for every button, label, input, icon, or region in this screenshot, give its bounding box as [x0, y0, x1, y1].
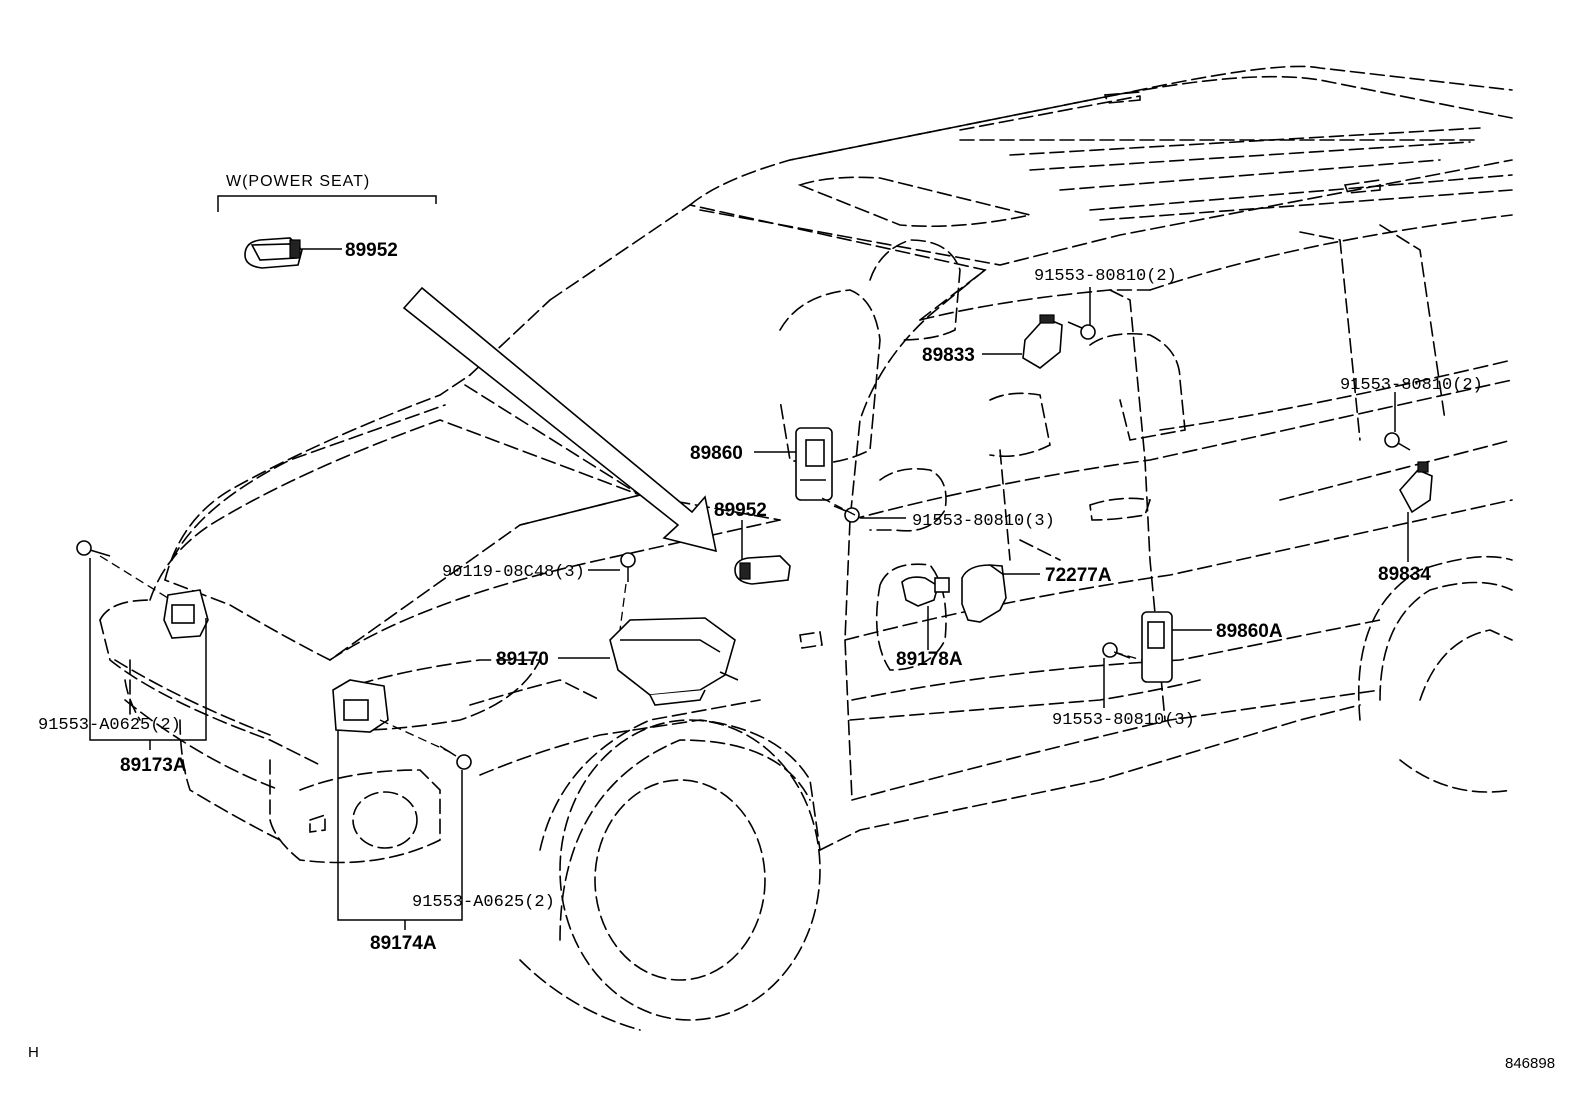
- labels: W(POWER SEAT) 89952 91553-80810(2) 89833…: [28, 173, 1555, 1072]
- corner-code-left: H: [28, 1044, 39, 1061]
- label-89174A: 89174A: [370, 933, 437, 954]
- corner-code-right: 846898: [1505, 1055, 1555, 1072]
- label-89173A: 89173A: [120, 755, 187, 776]
- part-89860A-icon: [1141, 611, 1173, 683]
- label-91553-80810-3-lower: 91553-80810(3): [1052, 711, 1195, 730]
- label-91553-80810-2-upper: 91553-80810(2): [1034, 267, 1177, 286]
- bolt-91553-80810-mid-icon: [833, 505, 860, 523]
- label-91553-80810-2-rear: 91553-80810(2): [1340, 376, 1483, 395]
- label-90119-08c48: 90119-08C48(3): [442, 563, 585, 582]
- car-outline: [99, 65, 1513, 1031]
- part-89834-icon: [1399, 461, 1433, 514]
- label-89833: 89833: [922, 345, 975, 366]
- part-89860-icon: [795, 427, 833, 501]
- part-72277A-icon: [961, 564, 1007, 623]
- label-72277A: 72277A: [1045, 565, 1112, 586]
- label-91553-a0625-2-left: 91553-A0625(2): [38, 716, 181, 735]
- label-89834: 89834: [1378, 564, 1431, 585]
- power-seat-note: W(POWER SEAT): [226, 173, 370, 190]
- label-89178A: 89178A: [896, 649, 963, 670]
- label-89860: 89860: [690, 443, 743, 464]
- parts: [76, 237, 1433, 770]
- part-89833-icon: [1022, 314, 1063, 369]
- bolt-91553-A0625-left-icon: [76, 540, 111, 557]
- part-89174A-icon: [332, 679, 389, 733]
- bolt-90119-icon: [620, 552, 636, 582]
- bolt-91553-80810-rear-icon: [1384, 432, 1411, 451]
- part-89952-top-icon: [244, 237, 303, 269]
- part-89952-mid-icon: [734, 555, 791, 585]
- label-89170: 89170: [496, 649, 549, 670]
- direction-arrow: [402, 286, 718, 553]
- label-89952-top: 89952: [345, 240, 398, 261]
- label-91553-80810-3-upper: 91553-80810(3): [912, 512, 1055, 531]
- part-89178A-icon: [901, 576, 950, 607]
- leader-lines: [89, 195, 1409, 930]
- part-89173A-icon: [163, 589, 209, 639]
- label-89860A: 89860A: [1216, 621, 1283, 642]
- part-89170-icon: [609, 617, 739, 706]
- bolt-91553-80810-upper-icon: [1067, 321, 1096, 340]
- bolt-91553-80810-lower-icon: [1102, 642, 1131, 659]
- label-91553-a0625-2-right: 91553-A0625(2): [412, 893, 555, 912]
- label-89952-mid: 89952: [714, 500, 767, 521]
